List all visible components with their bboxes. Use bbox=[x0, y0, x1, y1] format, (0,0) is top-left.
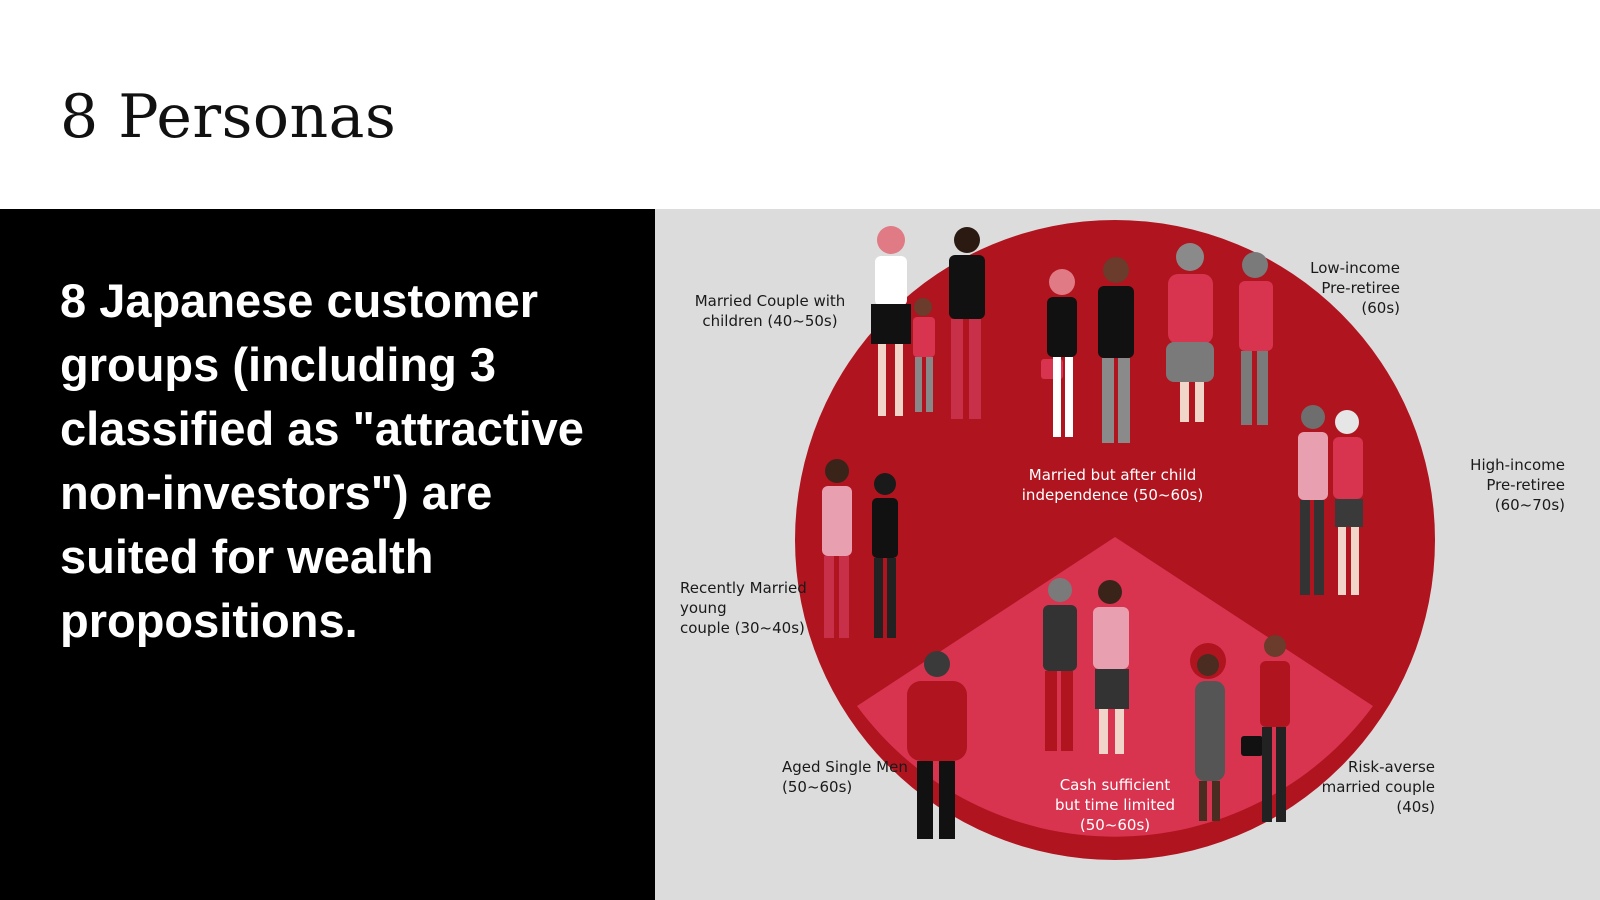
figure-cash-sufficient bbox=[1043, 578, 1129, 754]
persona-wheel-panel: Married Couple with children (40~50s) Lo… bbox=[655, 209, 1600, 900]
label-aged-single-men: Aged Single Men (50~60s) bbox=[782, 758, 908, 796]
label-married-couple-children: Married Couple with children (40~50s) bbox=[694, 292, 846, 330]
figure-high-income-preretiree bbox=[1298, 405, 1363, 595]
persona-wheel-illustration bbox=[795, 220, 1435, 860]
figure-married-after-child bbox=[1041, 257, 1134, 443]
label-risk-averse: Risk-averse married couple (40s) bbox=[1321, 758, 1435, 816]
figure-married-couple-children bbox=[871, 226, 985, 419]
figure-low-income-preretiree bbox=[1166, 243, 1273, 425]
label-high-income-preretiree: High-income Pre-retiree (60~70s) bbox=[1470, 456, 1565, 514]
slide-title: 8 Personas bbox=[60, 82, 397, 152]
left-panel: 8 Japanese customer groups (including 3 … bbox=[0, 209, 655, 900]
label-recently-married: Recently Married young couple (30~40s) bbox=[680, 579, 807, 637]
figure-recently-married bbox=[822, 459, 898, 638]
label-cash-sufficient: Cash sufficient but time limited (50~60s… bbox=[1054, 776, 1176, 834]
label-low-income-preretiree: Low-income Pre-retiree (60s) bbox=[1310, 259, 1400, 317]
figure-risk-averse bbox=[1190, 635, 1290, 822]
lead-statement: 8 Japanese customer groups (including 3 … bbox=[60, 274, 584, 647]
label-married-after-child: Married but after child independence (50… bbox=[1021, 466, 1204, 504]
figure-aged-single-men bbox=[907, 651, 967, 839]
